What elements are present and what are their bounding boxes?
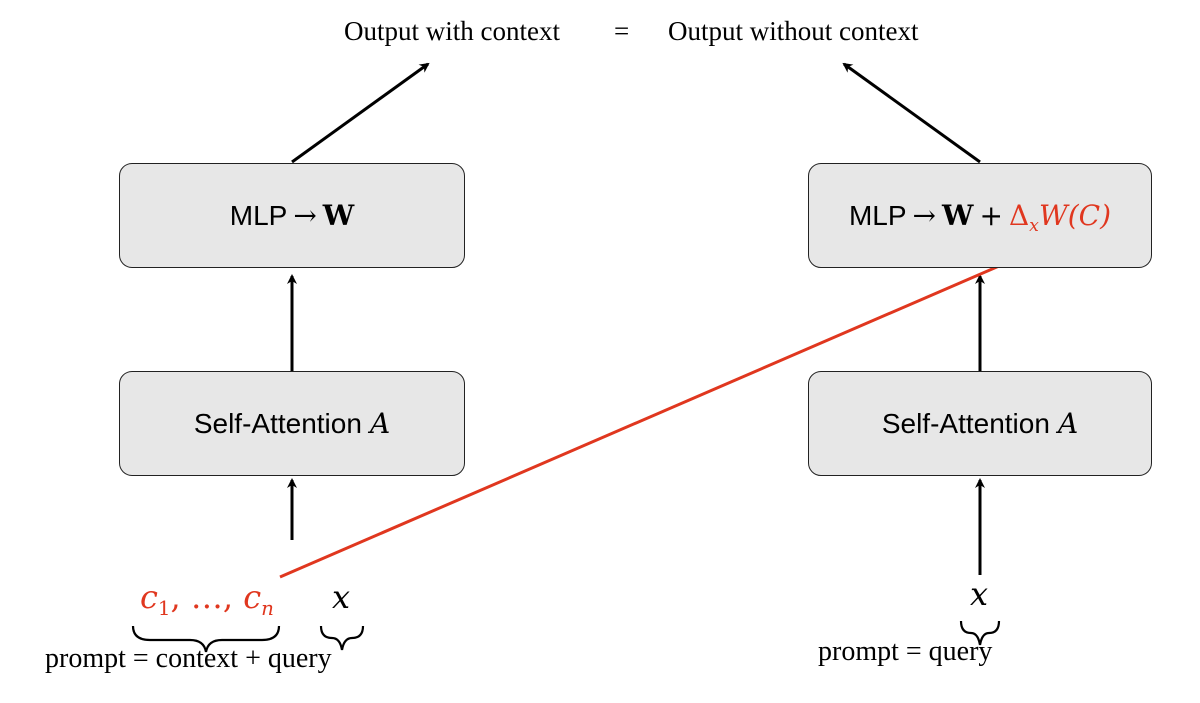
right-mlp-box: MLP → W + ΔxW(C)	[808, 163, 1152, 268]
right-mlp-delta-term: ΔxW(C)	[1008, 199, 1112, 235]
context-token-last-sub: n	[261, 596, 274, 620]
left-attention-symbol: A	[369, 407, 391, 440]
left-mlp-label: MLP	[229, 199, 288, 231]
right-mlp-arrow: →	[912, 199, 937, 232]
arrow-left-output	[291, 62, 430, 164]
delta-subscript: x	[1029, 216, 1039, 237]
header-equals: =	[614, 16, 630, 46]
left-mlp-arrow: →	[293, 199, 317, 232]
right-mlp-weight: W	[942, 199, 974, 232]
context-tokens: c1, …, cn	[140, 578, 274, 618]
left-attention-box: Self-Attention A	[119, 371, 465, 476]
header-output-without-context: Output without context	[668, 16, 919, 46]
arrow-context-to-weight-update	[279, 245, 1045, 579]
arrow-right-output	[842, 62, 981, 164]
right-mlp-label: MLP	[848, 199, 907, 231]
brace-context	[131, 625, 281, 653]
delta-symbol: Δ	[1008, 199, 1030, 232]
right-mlp-plus: +	[979, 199, 1003, 232]
left-mlp-weight: W	[322, 199, 355, 232]
right-query-token: x	[970, 575, 989, 613]
context-token-last: c	[243, 578, 262, 616]
left-prompt-caption: prompt = context + query	[45, 643, 332, 674]
context-token-first-sub: 1	[157, 596, 171, 620]
right-attention-symbol: A	[1057, 407, 1079, 440]
brace-query-right	[959, 620, 1001, 646]
right-attention-label: Self-Attention	[881, 407, 1050, 439]
right-attention-box: Self-Attention A	[808, 371, 1152, 476]
context-ellipsis: , …,	[170, 578, 234, 616]
right-prompt-caption: prompt = query	[818, 636, 993, 667]
context-token-first: c	[140, 578, 158, 616]
left-attention-label: Self-Attention	[193, 407, 362, 439]
delta-w: W	[1038, 199, 1068, 232]
header-output-with-context: Output with context	[344, 16, 560, 46]
delta-arg: (C)	[1067, 199, 1112, 232]
left-mlp-box: MLP → W	[119, 163, 465, 268]
left-query-token: x	[332, 578, 351, 616]
brace-query-left	[319, 625, 365, 651]
